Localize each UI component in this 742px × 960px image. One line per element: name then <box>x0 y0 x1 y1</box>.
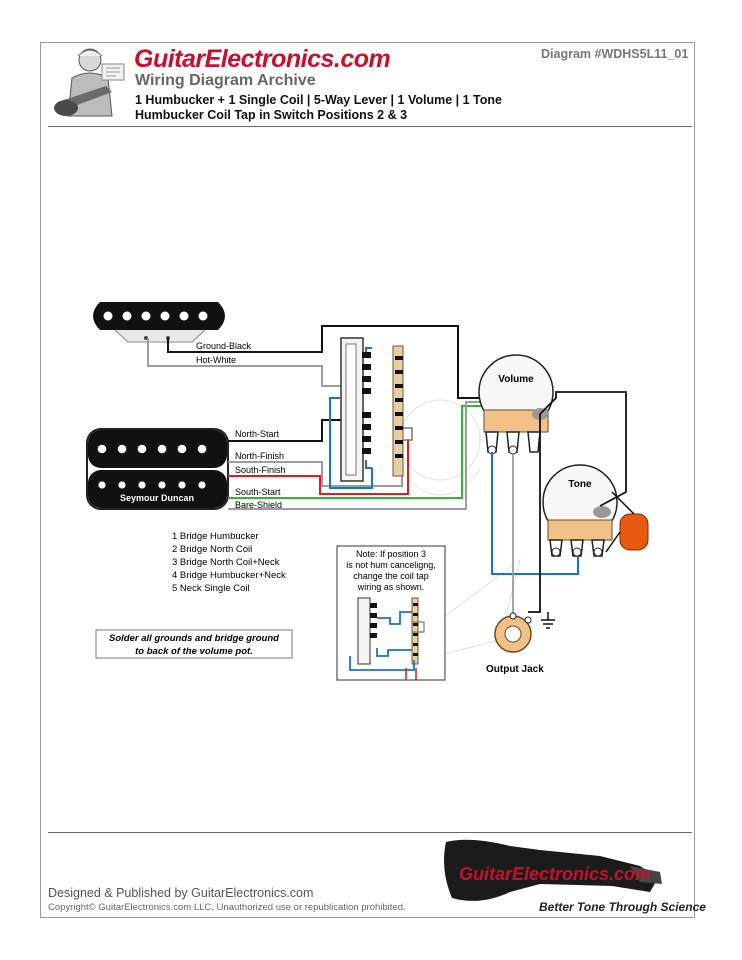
volume-pot: Volume <box>478 354 554 455</box>
guitarist-logo-image <box>50 44 130 126</box>
ground-symbol <box>541 612 555 629</box>
position3-note-inset: Note: If position 3 is not hum cancelign… <box>336 545 446 681</box>
north-finish-label: North-Finish <box>235 451 284 461</box>
solder-note-line-2: to back of the volume pot. <box>135 646 253 657</box>
bare-shield-label: Bare-Shield <box>235 500 282 510</box>
copyright-text: Copyright© GuitarElectronics.com LLC. Un… <box>48 902 406 913</box>
inset-note-line-4: wiring as shown. <box>357 582 425 592</box>
volume-label: Volume <box>498 374 534 385</box>
footer-logo-graphic <box>444 839 662 901</box>
switch-jumper-wire <box>329 397 373 489</box>
volume-ground-wire <box>539 391 627 507</box>
ground-black-label: Ground-Black <box>196 341 252 351</box>
switch-positions-list: 1 Bridge Humbucker 2 Bridge North Coil 3… <box>172 531 286 594</box>
output-jack: Output Jack <box>486 612 544 675</box>
hot-white-wire <box>147 338 346 387</box>
humbucker-brand-label: Seymour Duncan <box>120 493 194 503</box>
archive-title: Wiring Diagram Archive <box>135 72 316 89</box>
tone-label: Tone <box>568 479 592 490</box>
ground-to-jack-wire <box>528 414 541 613</box>
ground-black-wire <box>167 325 540 399</box>
position-4: 4 Bridge Humbucker+Neck <box>172 570 286 581</box>
footer-tagline: Better Tone Through Science <box>539 900 706 914</box>
south-finish-wire <box>228 440 409 495</box>
solder-note: Solder all grounds and bridge ground to … <box>95 629 293 659</box>
volume-to-tone-wire <box>491 452 579 575</box>
diagram-title: 1 Humbucker + 1 Single Coil | 5-Way Leve… <box>135 93 502 107</box>
designed-by-text: Designed & Published by GuitarElectronic… <box>48 886 314 900</box>
single-coil-pickup <box>93 302 225 343</box>
humbucker-pickup: Seymour Duncan <box>86 428 229 510</box>
south-start-label: South-Start <box>235 487 281 497</box>
inset-note-line-2: is not hum canceligng, <box>346 560 436 570</box>
position-5: 5 Neck Single Coil <box>172 583 250 594</box>
south-finish-label: South-Finish <box>235 465 286 475</box>
hot-white-label: Hot-White <box>196 355 236 365</box>
footer-divider <box>48 832 692 833</box>
diagram-id: Diagram #WDHS5L11_01 <box>541 47 689 61</box>
header-divider <box>48 126 692 127</box>
solder-note-line-1: Solder all grounds and bridge ground <box>109 633 279 644</box>
inset-note-line-1: Note: If position 3 <box>356 549 426 559</box>
tone-pot: Tone <box>542 464 618 557</box>
diagram-subtitle: Humbucker Coil Tap in Switch Positions 2… <box>135 108 408 122</box>
capacitor <box>605 491 649 553</box>
inset-note-line-3: change the coil tap <box>353 571 429 581</box>
position-3: 3 Bridge North Coil+Neck <box>172 557 280 568</box>
north-start-label: North-Start <box>235 429 280 439</box>
page-frame <box>40 42 695 918</box>
position-2: 2 Bridge North Coil <box>172 544 252 555</box>
five-way-switch <box>340 337 413 482</box>
position-1: 1 Bridge Humbucker <box>172 531 259 542</box>
brand-title: GuitarElectronics.com <box>134 45 391 73</box>
footer-brand-logo: GuitarElectronics.com <box>459 864 652 884</box>
output-jack-label: Output Jack <box>486 664 544 675</box>
